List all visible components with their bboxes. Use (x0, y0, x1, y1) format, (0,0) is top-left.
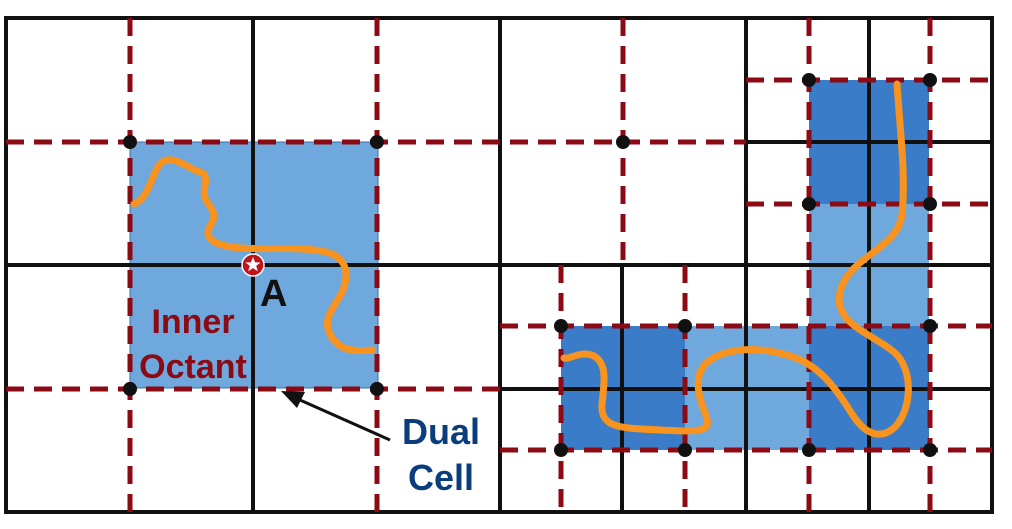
dual-vertex (554, 319, 568, 333)
primal-grid (4, 16, 994, 514)
dual-vertex (370, 135, 384, 149)
dual-vertex (802, 197, 816, 211)
inner-octant-label-line1: Inner (151, 303, 234, 341)
arrow-head (281, 391, 305, 408)
dual-vertex (678, 319, 692, 333)
point-a-label: A (260, 273, 287, 315)
dual-cell-label-line2: Cell (408, 457, 474, 498)
dual-vertex (802, 443, 816, 457)
dual-vertices (123, 73, 937, 457)
dual-vertex (123, 135, 137, 149)
dual-vertex (923, 197, 937, 211)
inner-octant-label-line2: Octant (139, 348, 247, 386)
surface-curves (130, 80, 912, 438)
arrow-shaft (299, 398, 391, 442)
dual-vertex (923, 73, 937, 87)
dual-cell-arrow (281, 391, 391, 442)
dual-vertex (616, 135, 630, 149)
dual-vertex (554, 443, 568, 457)
dual-vertex (923, 319, 937, 333)
dual-vertex (370, 382, 384, 396)
dual-vertex (923, 443, 937, 457)
point-a-marker (241, 253, 265, 277)
surface-curve-right (560, 80, 912, 438)
dual-vertex (802, 73, 816, 87)
dual-vertex (123, 382, 137, 396)
surface-curve-left (130, 156, 376, 355)
dual-cell-label-line1: Dual (402, 411, 480, 452)
dual-vertex (678, 443, 692, 457)
star-icon (245, 257, 261, 272)
